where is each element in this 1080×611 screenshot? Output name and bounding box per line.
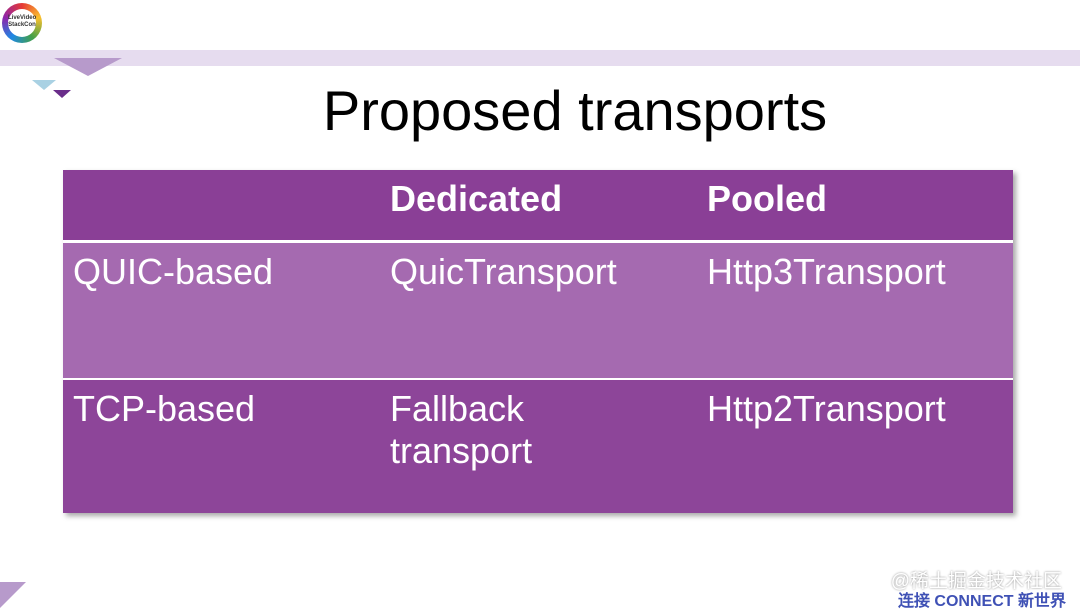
triangle-decoration (32, 80, 56, 90)
transports-table: Dedicated Pooled QUIC-based QuicTranspor… (63, 170, 1013, 513)
slide-title: Proposed transports (322, 79, 828, 142)
watermark: @稀土掘金技术社区 (890, 571, 1062, 592)
header-cell: Pooled (707, 178, 828, 219)
header-band (0, 50, 1080, 66)
watermark-subtext: 连接 CONNECT 新世界 (897, 593, 1066, 610)
table-row: QUIC-based QuicTransport Http3Transport (63, 243, 1013, 378)
table-row: TCP-based Fallback transport Http2Transp… (63, 378, 1013, 513)
header-cell: Dedicated (390, 178, 563, 219)
table-cell: TCP-based (73, 388, 256, 429)
header-cell (63, 170, 380, 240)
table-cell: QUIC-based (63, 243, 380, 378)
triangle-decoration (53, 90, 71, 98)
table-cell: QuicTransport (380, 243, 697, 378)
triangle-decoration (0, 582, 26, 608)
table-header-row: Dedicated Pooled (63, 170, 1013, 243)
table-cell: Http2Transport (707, 388, 946, 429)
table-cell: Http3Transport (697, 243, 1013, 378)
table-cell: Fallback transport (390, 388, 533, 471)
triangle-decoration (54, 58, 122, 76)
